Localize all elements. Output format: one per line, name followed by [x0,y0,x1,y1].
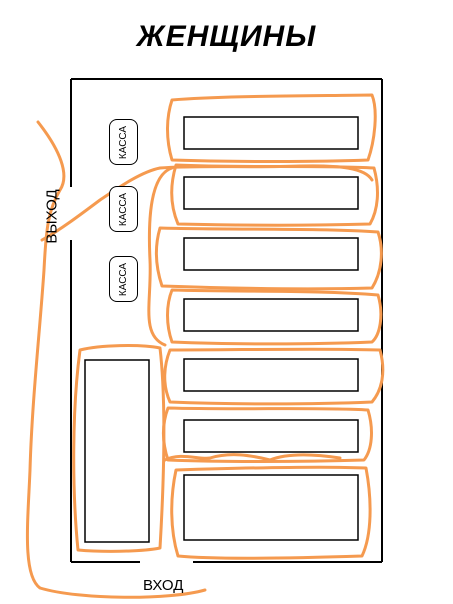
store-title: ЖЕНЩИНЫ [136,20,317,53]
checkout-1-label: КАССА [118,125,130,159]
shelf-5 [183,358,359,392]
shelf-2 [183,176,359,210]
route-bottom-connector [163,453,342,462]
checkout-2: КАССА [109,186,138,232]
shelf-7 [183,474,359,541]
route-loop-5 [163,347,385,406]
route-loop-1 [166,93,377,163]
shelf-6 [183,419,359,453]
route-loop-left-shelf [72,344,166,553]
checkout-3-label: КАССА [118,262,130,296]
route-loop-3 [155,226,383,291]
checkout-3: КАССА [109,256,138,302]
customer-route [25,93,385,599]
route-loop-4 [166,288,383,346]
shelf-1 [183,116,359,150]
route-loop-7 [170,465,372,560]
entrance-label: ВХОД [143,577,184,594]
shelf-4 [183,298,359,332]
route-loop-2 [170,163,379,227]
checkout-2-label: КАССА [118,192,130,226]
shelf-left [84,359,150,543]
route-checkout-curve [147,166,174,347]
shelf-3 [183,237,359,271]
route-left-loop [25,120,207,599]
exit-label: ВЫХОД [43,189,61,244]
checkout-1: КАССА [109,119,138,165]
